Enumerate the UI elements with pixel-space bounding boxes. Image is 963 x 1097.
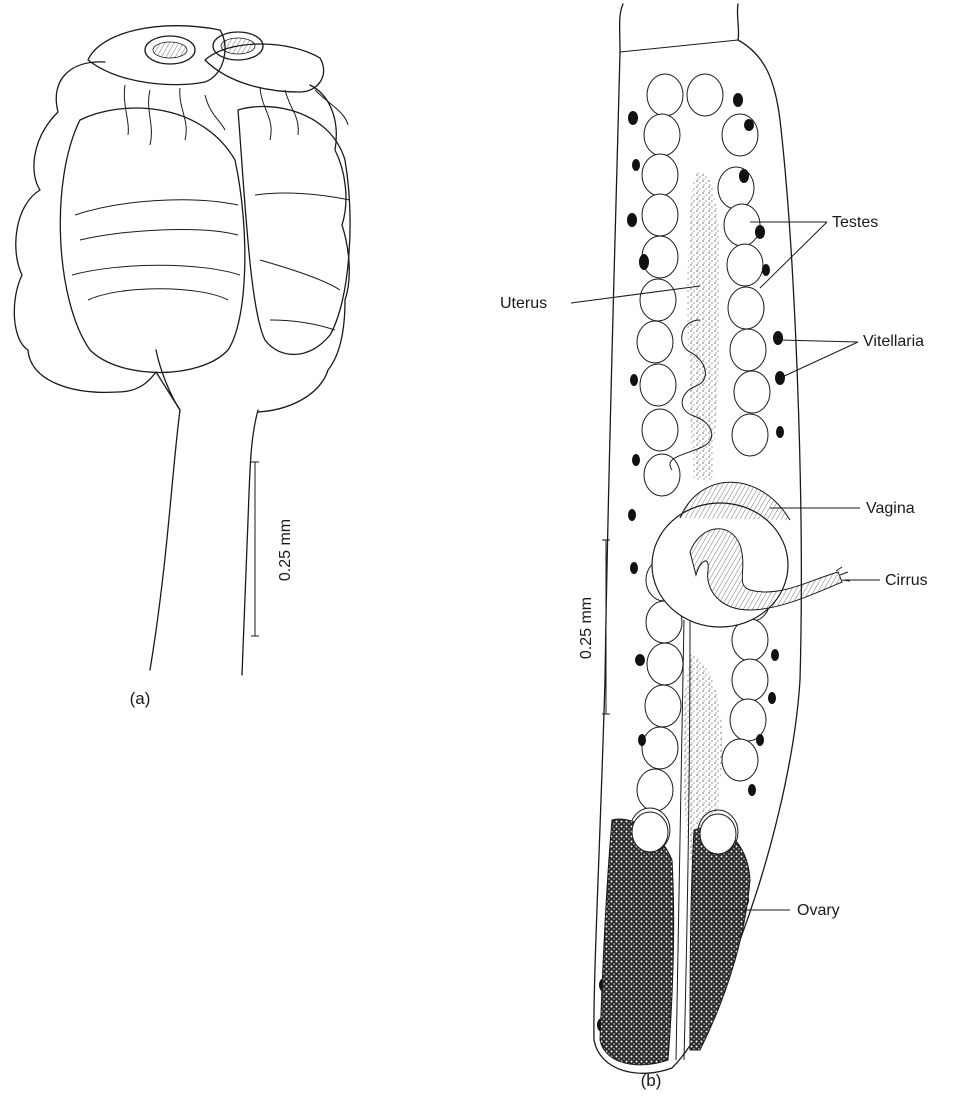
bothridium-right-loculi <box>255 193 350 330</box>
scolex-neck-right <box>242 410 258 675</box>
ovary-anterior-testis-left <box>632 812 668 852</box>
scale-bar-b-label: 0.25 mm <box>578 597 595 659</box>
panel-a-caption: (a) <box>130 689 151 708</box>
bothridium-left <box>60 108 245 372</box>
apical-sucker-left-hatch <box>153 42 187 58</box>
panel-b-caption: (b) <box>641 1071 662 1090</box>
scolex-outer-outline <box>14 62 180 670</box>
panel-a-scolex-drawing <box>14 26 350 675</box>
label-ovary: Ovary <box>797 902 840 919</box>
segment-boundary <box>620 40 738 52</box>
label-cirrus: Cirrus <box>885 572 928 589</box>
apical-sucker-right-hatch <box>221 38 255 54</box>
strobila-top-left <box>620 4 623 52</box>
scolex-outer-outline-right <box>258 85 349 412</box>
hooks-left <box>124 85 225 145</box>
bothridium-right <box>238 107 350 355</box>
label-uterus: Uterus <box>500 295 547 312</box>
uterus <box>687 172 720 480</box>
hooks-right <box>260 88 348 140</box>
strobila-top-right <box>737 4 738 40</box>
scale-bar-a-label: 0.25 mm <box>277 519 294 581</box>
scolex-neck-left <box>156 350 180 410</box>
label-vagina: Vagina <box>866 500 915 517</box>
ovary-right-lobe <box>690 827 750 1050</box>
apical-plate-right <box>205 44 324 92</box>
ovary-anterior-testis-right <box>700 814 736 854</box>
leader-uterus <box>571 286 700 303</box>
label-vitellaria: Vitellaria <box>863 333 924 350</box>
bothridium-left-loculi <box>72 200 240 300</box>
vagina-arc <box>680 482 790 520</box>
leader-vitellaria <box>780 340 858 378</box>
ovary-left-lobe <box>600 819 674 1065</box>
label-testes: Testes <box>832 214 878 231</box>
